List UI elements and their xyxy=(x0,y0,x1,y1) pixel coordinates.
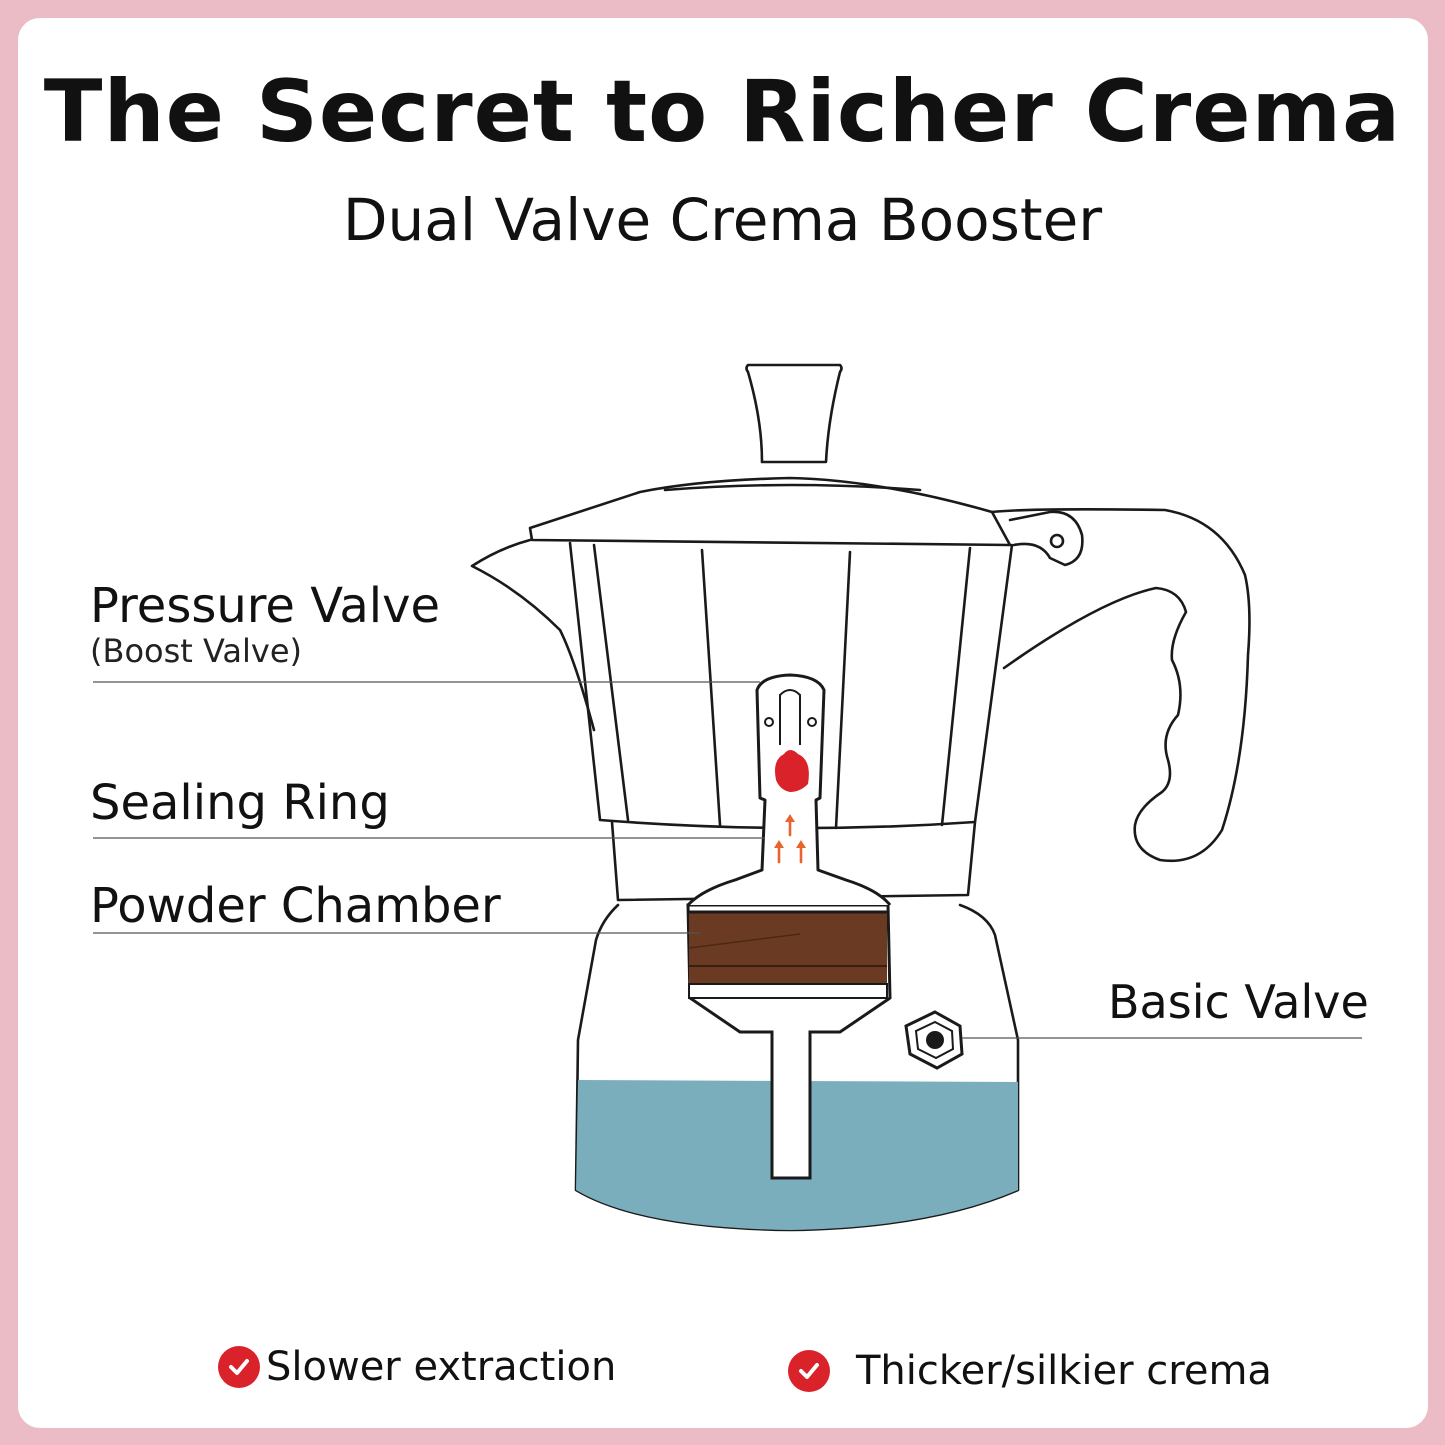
benefit-slower-extraction: Slower extraction xyxy=(218,1344,616,1390)
handle xyxy=(990,508,1251,863)
benefit-text: Thicker/silkier crema xyxy=(856,1348,1272,1394)
label-boost-valve: (Boost Valve) xyxy=(90,632,302,670)
page-subtitle: Dual Valve Crema Booster xyxy=(342,186,1103,254)
check-icon xyxy=(218,1346,260,1388)
pressure-valve-red xyxy=(775,750,809,792)
lid xyxy=(528,476,1012,547)
label-powder-chamber: Powder Chamber xyxy=(90,878,501,934)
benefit-text: Slower extraction xyxy=(266,1344,617,1390)
spout xyxy=(470,538,596,732)
lid-knob xyxy=(745,363,843,464)
powder-chamber-coffee xyxy=(689,912,887,984)
check-icon xyxy=(788,1350,830,1392)
page-title: The Secret to Richer Crema xyxy=(43,62,1402,162)
label-pressure-valve: Pressure Valve xyxy=(90,578,441,634)
benefit-thicker-crema: Thicker/silkier crema xyxy=(788,1348,1272,1394)
label-basic-valve: Basic Valve xyxy=(1108,975,1369,1029)
steam-arrows xyxy=(774,814,806,864)
label-sealing-ring: Sealing Ring xyxy=(90,775,390,831)
basic-valve-icon xyxy=(904,1010,964,1070)
